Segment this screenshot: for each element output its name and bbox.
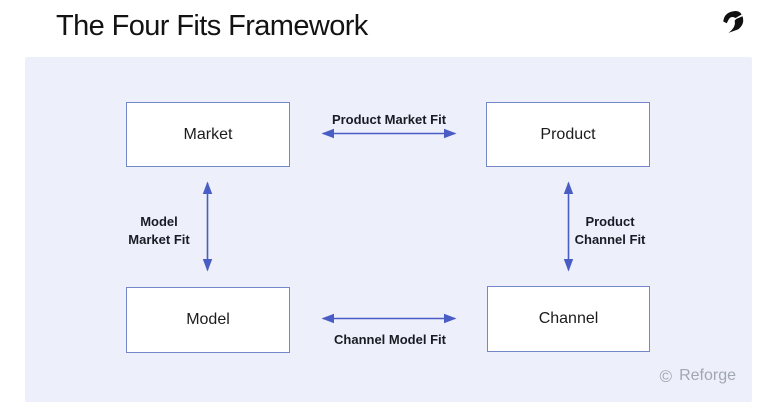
label-channel-model-fit: Channel Model Fit	[334, 332, 446, 347]
copyright-icon: ©	[659, 366, 673, 386]
label-product-channel-fit-line2: Channel Fit	[574, 232, 646, 247]
node-product: Product	[486, 102, 650, 167]
label-model-market-fit: Model Market Fit	[99, 213, 219, 249]
page-title: The Four Fits Framework	[56, 10, 368, 42]
node-model: Model	[126, 287, 290, 353]
node-market: Market	[126, 102, 290, 167]
node-channel: Channel	[487, 286, 650, 352]
node-product-label: Product	[540, 125, 596, 143]
label-product-channel-fit: Product Channel Fit	[550, 213, 670, 249]
label-model-market-fit-line1: Model	[140, 214, 178, 229]
label-product-market-fit: Product Market Fit	[331, 112, 447, 127]
node-model-label: Model	[186, 311, 230, 328]
watermark: © Reforge	[660, 367, 736, 385]
label-model-market-fit-line2: Market Fit	[128, 232, 190, 247]
label-product-channel-fit-line1: Product	[585, 214, 635, 229]
node-market-label: Market	[183, 125, 233, 143]
node-channel-label: Channel	[538, 310, 599, 327]
watermark-text: Reforge	[679, 367, 736, 384]
reforge-logo-icon	[723, 11, 744, 33]
